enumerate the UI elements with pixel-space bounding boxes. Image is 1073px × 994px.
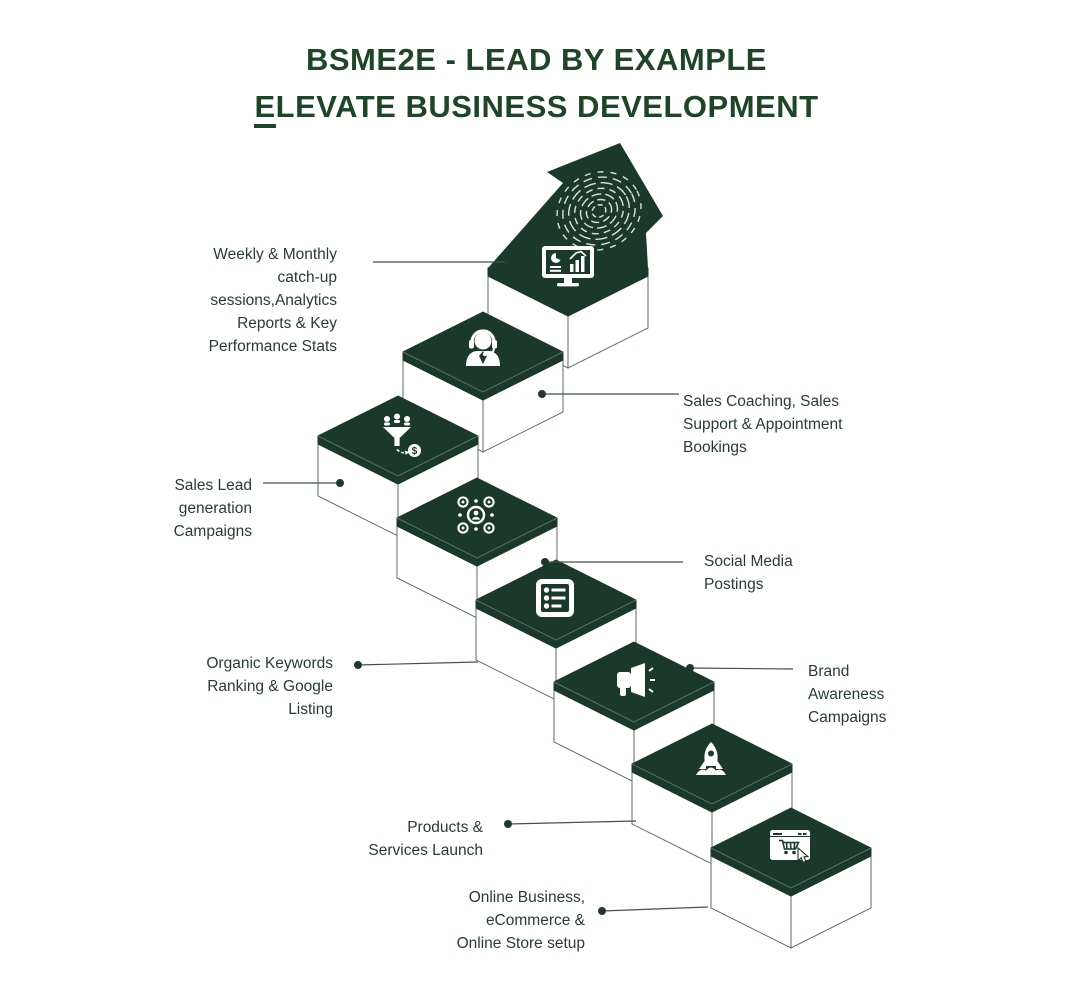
label-sales-lead: Sales Lead generation Campaigns bbox=[173, 477, 252, 540]
title-line-2: ELEVATE BUSINESS DEVELOPMENT bbox=[0, 83, 1073, 130]
social-network-icon bbox=[457, 496, 495, 534]
connector-dot bbox=[598, 907, 606, 915]
label-social-media: Social Media Postings bbox=[704, 553, 793, 593]
dollar-glyph: $ bbox=[412, 446, 418, 457]
connector-organic-keywords bbox=[357, 661, 479, 666]
label-products-launch: Products & Services Launch bbox=[368, 819, 483, 859]
connector-online-business bbox=[601, 906, 709, 912]
page-title: BSME2E - LEAD BY EXAMPLE ELEVATE BUSINES… bbox=[0, 36, 1073, 130]
label-organic-keywords: Organic Keywords Ranking & Google Listin… bbox=[206, 655, 333, 718]
growth-arrow-icon bbox=[488, 143, 663, 308]
headset-support-icon bbox=[466, 329, 500, 366]
rocket-launch-icon bbox=[696, 742, 726, 775]
connector-lines bbox=[263, 258, 794, 915]
label-sales-coaching: Sales Coaching, Sales Support & Appointm… bbox=[683, 393, 843, 456]
title-line-1: BSME2E - LEAD BY EXAMPLE bbox=[305, 42, 767, 77]
title-line-2-rest: LEVATE BUSINESS DEVELOPMENT bbox=[275, 89, 819, 124]
label-online-business: Online Business, eCommerce & Online Stor… bbox=[456, 889, 585, 952]
connector-dot bbox=[686, 664, 694, 672]
connector-products-launch bbox=[507, 820, 637, 825]
sales-funnel-icon: $ bbox=[383, 413, 421, 457]
connector-dot bbox=[541, 558, 549, 566]
connector-dot bbox=[538, 390, 546, 398]
connector-dot bbox=[504, 258, 510, 264]
online-store-cart-icon bbox=[770, 830, 810, 864]
megaphone-icon bbox=[617, 663, 655, 697]
connector-dot bbox=[504, 820, 512, 828]
analytics-monitor-icon bbox=[542, 246, 594, 287]
connector-dot bbox=[354, 661, 362, 669]
fingerprint-texture bbox=[556, 171, 642, 251]
connector-brand-awareness bbox=[688, 667, 794, 670]
connector-dot bbox=[336, 479, 344, 487]
checklist-icon bbox=[536, 579, 574, 617]
label-brand-awareness: Brand Awareness Campaigns bbox=[808, 663, 887, 726]
label-weekly-reports: Weekly & Monthly catch-up sessions,Analy… bbox=[208, 246, 337, 355]
title-underlined-letter: E bbox=[254, 89, 276, 128]
